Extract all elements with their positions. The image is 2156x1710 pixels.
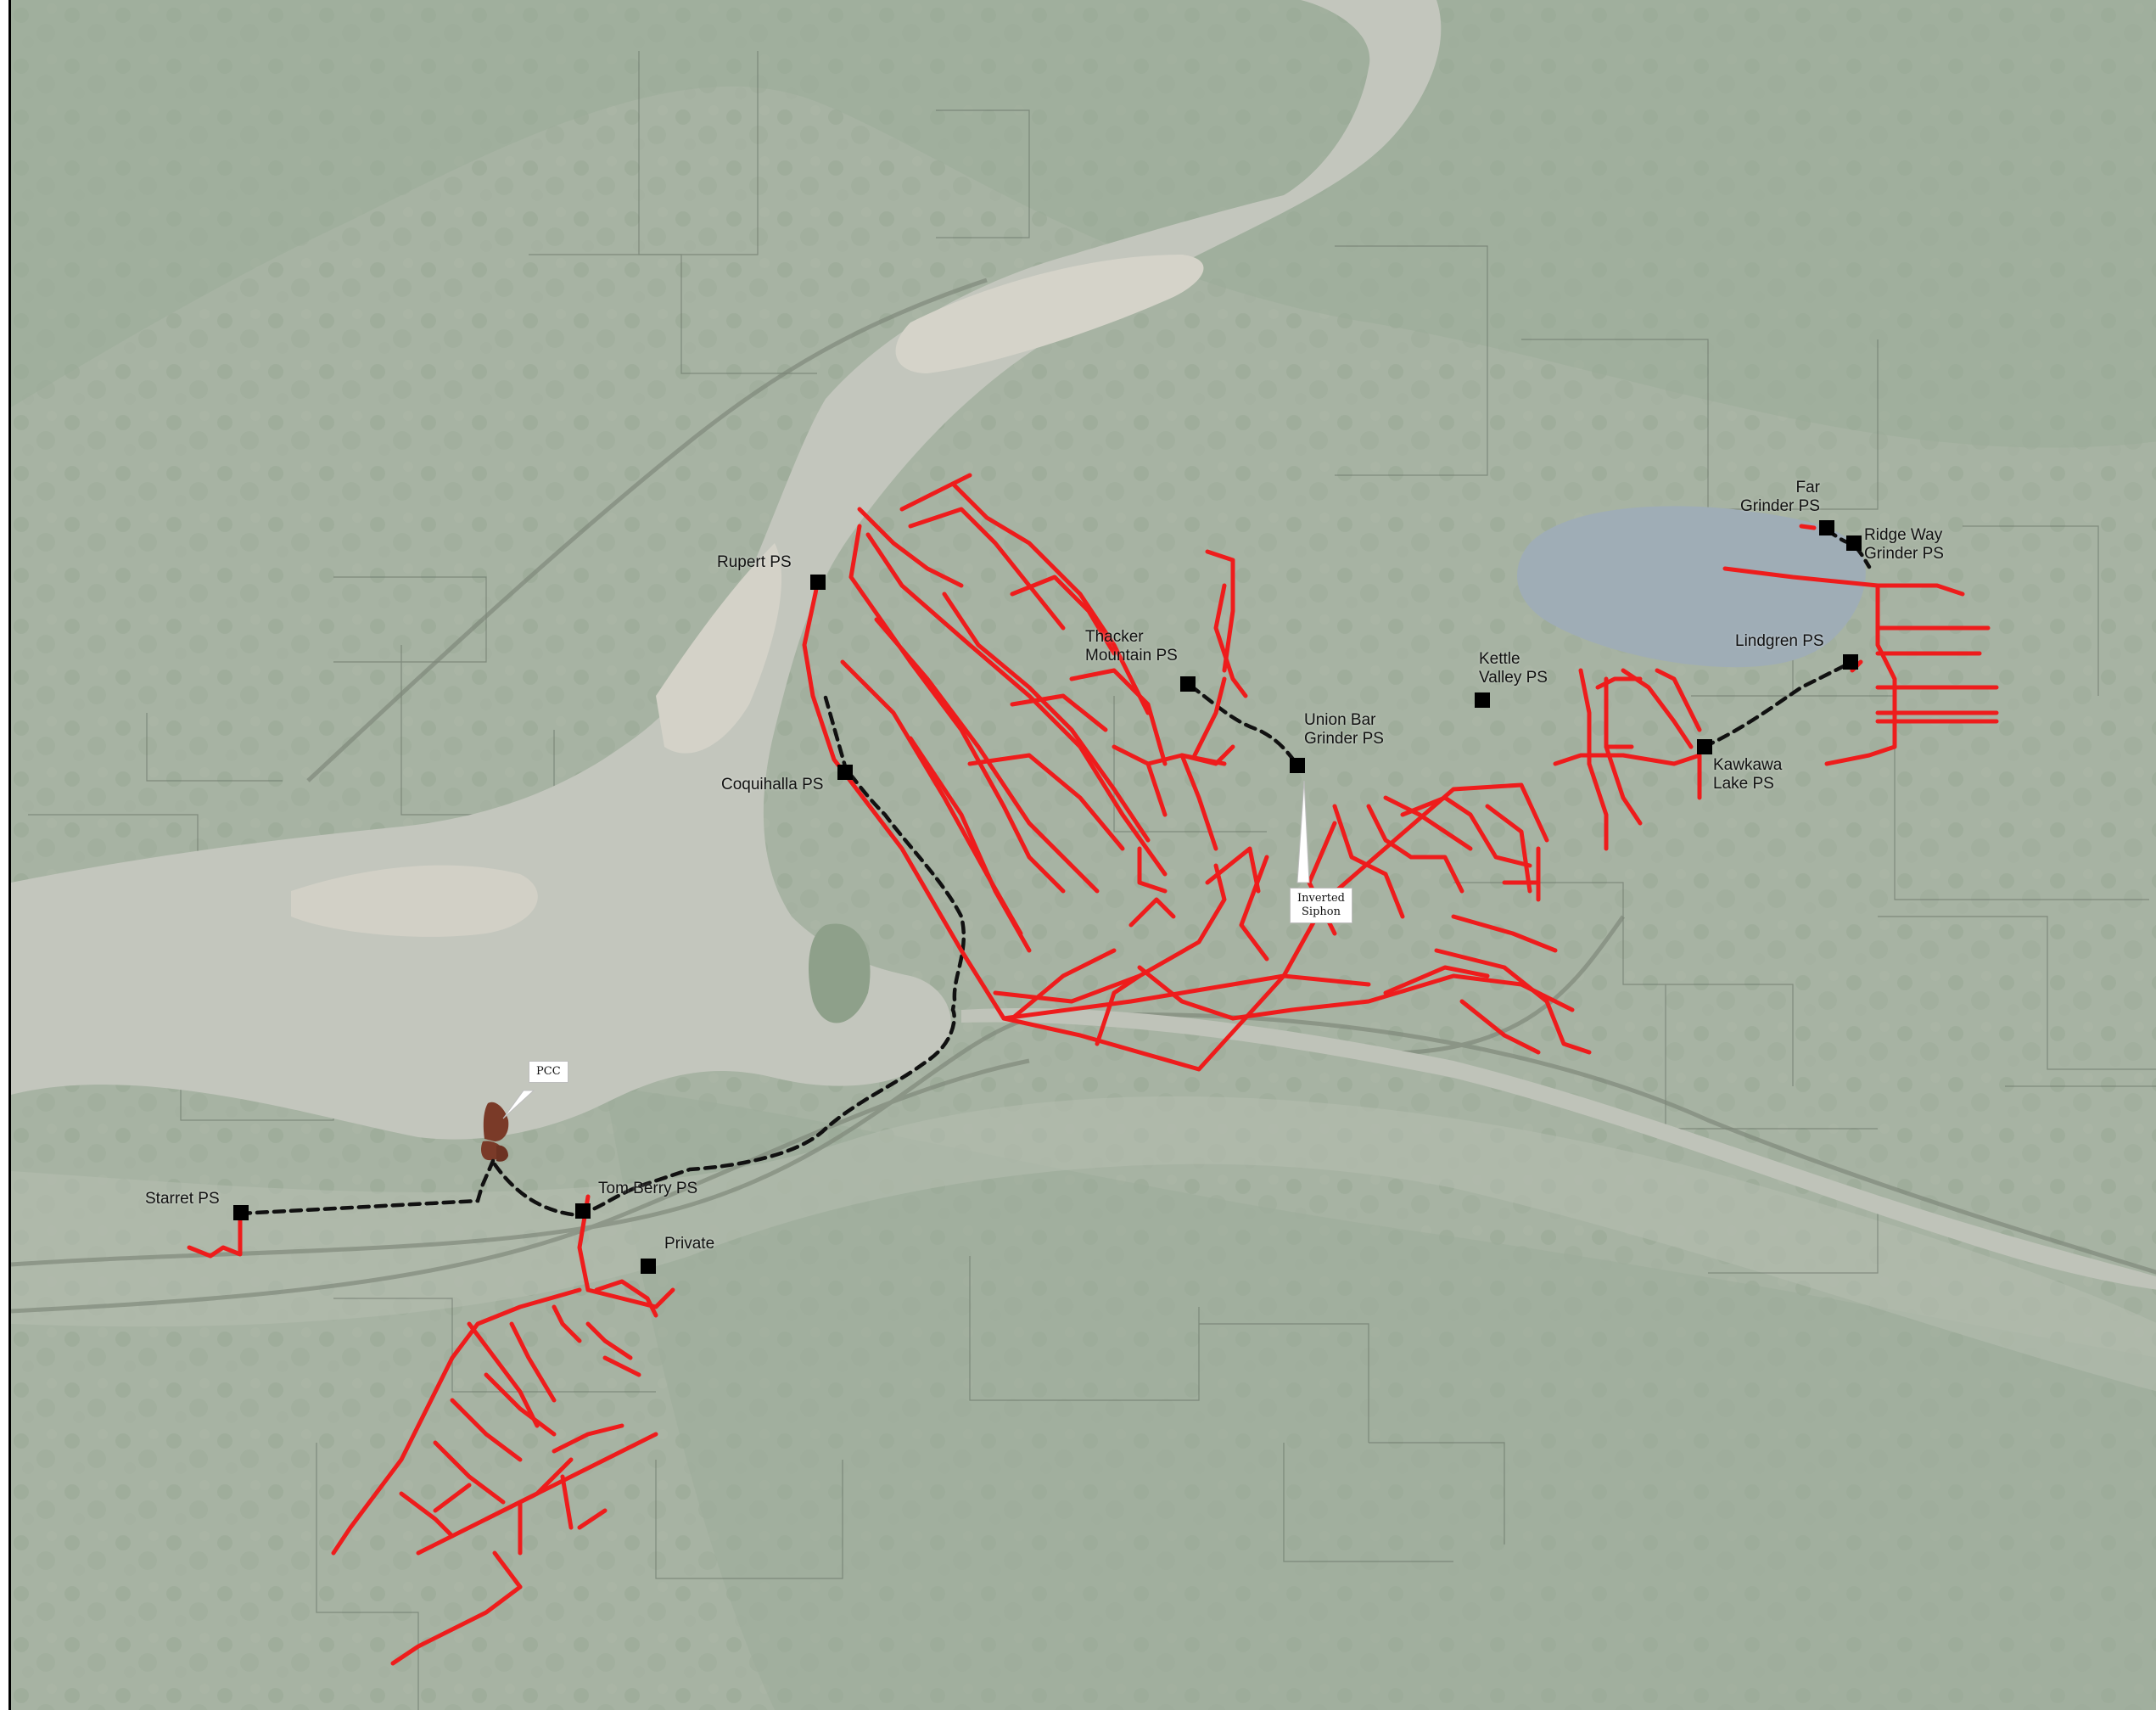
valley-floor-shading [11,1096,2156,1392]
pcc-pointer [502,1090,535,1119]
label-kettle-valley-ps: Kettle Valley PS [1479,650,1548,687]
callout-pcc: PCC [529,1061,568,1083]
sandbar-3 [656,543,782,754]
label-kawkawa-lake-ps: Kawkawa Lake PS [1713,756,1783,793]
river-island [809,923,871,1023]
pump-station-markers[interactable] [233,520,1862,1274]
pump-station-marker[interactable] [1819,520,1834,535]
mountain-shading [11,0,2156,448]
pump-station-marker[interactable] [810,575,826,590]
sandbar-2 [895,255,1204,373]
pump-station-marker[interactable] [1846,535,1862,551]
label-far-grinder-ps: Far Grinder PS [1740,479,1820,515]
label-ridge-way-grinder-ps: Ridge Way Grinder PS [1864,526,1944,563]
coquihalla-river [961,1008,2156,1290]
pump-station-marker[interactable] [1290,758,1305,773]
pump-station-marker[interactable] [837,765,853,780]
pump-station-marker[interactable] [1697,739,1712,754]
pump-station-marker[interactable] [1180,676,1196,692]
pump-station-marker[interactable] [1843,654,1858,670]
label-thacker-mountain-ps: Thacker Mountain PS [1085,628,1178,664]
label-rupert-ps: Rupert PS [717,553,792,571]
label-starret-ps: Starret PS [145,1190,220,1208]
kawkawa-lake [1517,506,1866,668]
sandbar-1 [291,865,538,937]
label-lindgren-ps: Lindgren PS [1735,632,1824,650]
gravity-sewers [187,473,1999,1666]
pump-station-marker[interactable] [233,1205,249,1220]
label-tom-berry-ps: Tom Berry PS [598,1180,698,1197]
pump-station-marker[interactable] [1475,692,1490,708]
pcc-lagoon [496,1145,508,1162]
label-union-bar-grinder-ps: Union Bar Grinder PS [1304,711,1384,748]
pcc-lagoon [483,1102,509,1141]
map-frame: Rupert PS Coquihalla PS Thacker Mountain… [8,0,2156,1710]
map-canvas[interactable] [11,0,2156,1710]
pump-station-marker[interactable] [575,1203,591,1219]
southern-slope-shading [605,1086,2156,1710]
label-coquihalla-ps: Coquihalla PS [721,776,824,793]
siphon-pointer [1296,780,1310,883]
callout-inverted-siphon: Inverted Siphon [1290,888,1352,923]
pump-station-marker[interactable] [641,1259,656,1274]
label-private: Private [664,1235,715,1253]
force-mains [238,528,1872,1218]
